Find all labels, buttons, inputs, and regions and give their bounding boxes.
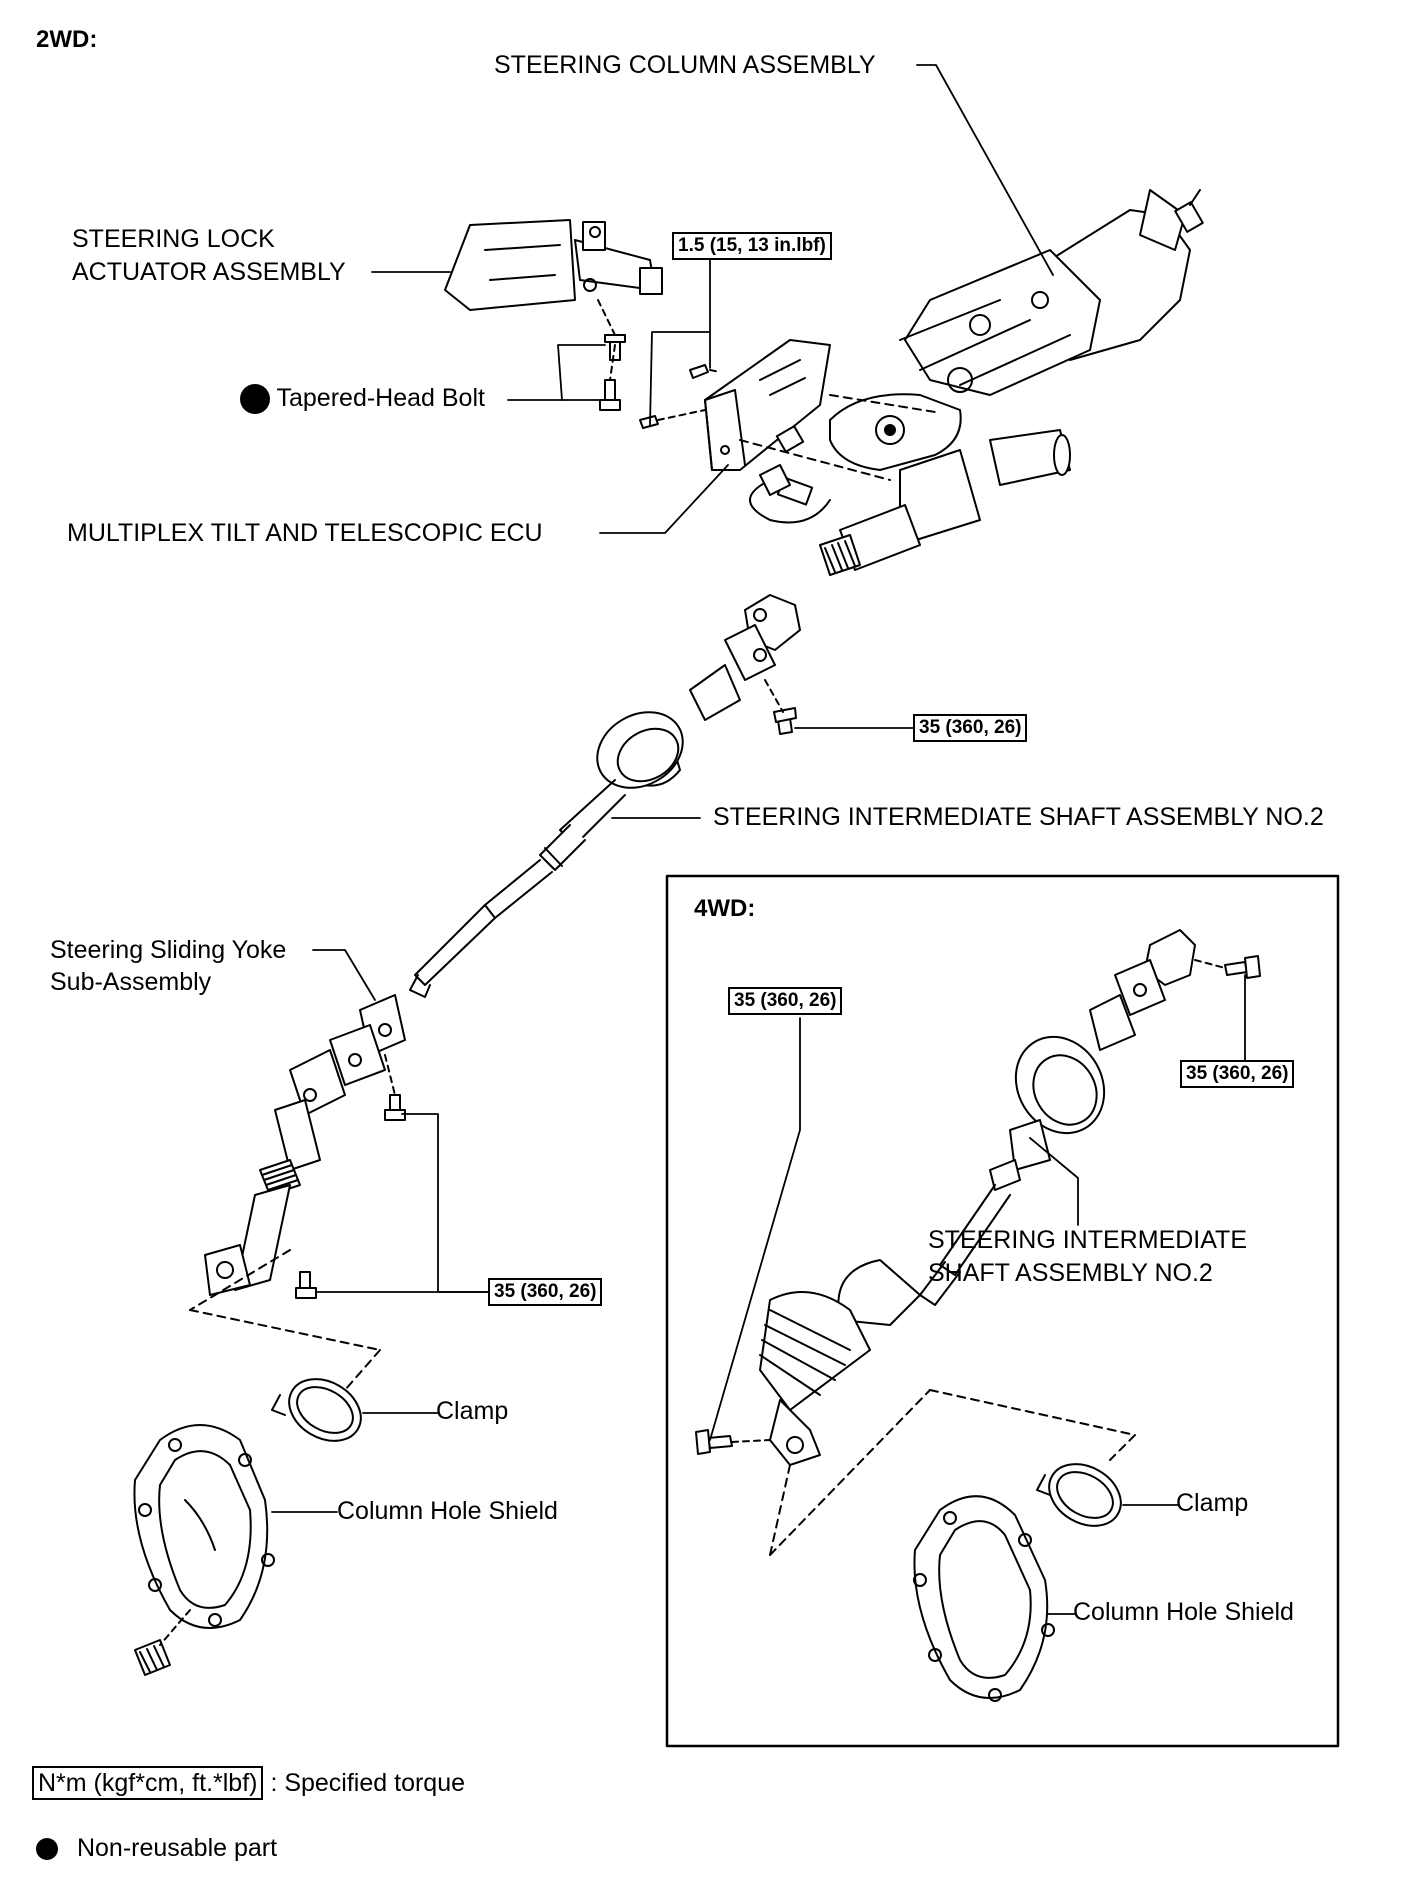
label-steering-lock-line1: STEERING LOCK xyxy=(72,225,275,253)
legend-non-reusable: Non-reusable part xyxy=(36,1833,277,1863)
torque-ecu-bolts: 1.5 (15, 13 in.lbf) xyxy=(672,232,832,260)
tapered-head-bolt-text: Tapered-Head Bolt xyxy=(276,384,485,412)
non-reusable-dot-icon xyxy=(240,384,270,415)
label-sliding-yoke-line2: Sub-Assembly xyxy=(50,968,212,996)
multiplex-ecu-drawing xyxy=(639,339,831,471)
label-steering-lock-line2: ACTUATOR ASSEMBLY xyxy=(72,258,346,286)
clamp-4wd-drawing xyxy=(1036,1463,1122,1527)
sliding-yoke-drawing xyxy=(204,994,406,1296)
legend-torque-unit-box: N*m (kgf*cm, ft.*lbf) xyxy=(32,1766,264,1800)
clamp-2wd-drawing xyxy=(271,1378,362,1442)
label-column-hole-shield-4wd: Column Hole Shield xyxy=(1073,1598,1294,1626)
intermediate-shaft-2wd-drawing xyxy=(409,594,801,998)
steering-column-assembly-drawing xyxy=(749,189,1204,576)
torque-shaft-2wd: 35 (360, 26) xyxy=(913,714,1028,742)
label-multiplex-ecu: MULTIPLEX TILT AND TELESCOPIC ECU xyxy=(67,519,543,547)
torque-shaft-4wd-left: 35 (360, 26) xyxy=(728,987,843,1015)
label-clamp-2wd: Clamp xyxy=(436,1397,509,1425)
legend-non-reusable-text: Non-reusable part xyxy=(76,1834,278,1862)
label-intermediate-shaft-4wd-line1: STEERING INTERMEDIATE xyxy=(928,1226,1248,1254)
torque-shaft-4wd-right: 35 (360, 26) xyxy=(1180,1060,1295,1088)
label-intermediate-shaft-2wd: STEERING INTERMEDIATE SHAFT ASSEMBLY NO.… xyxy=(713,803,1324,831)
header-4wd: 4WD: xyxy=(694,895,756,922)
header-2wd: 2WD: xyxy=(36,26,98,53)
label-steering-column-assembly: STEERING COLUMN ASSEMBLY xyxy=(494,51,876,79)
steering-lock-actuator-drawing xyxy=(444,219,663,311)
torque-yoke-2wd: 35 (360, 26) xyxy=(488,1278,603,1306)
label-tapered-head-bolt: Tapered-Head Bolt xyxy=(240,383,485,415)
shaft-4wd-bolts xyxy=(695,955,1261,1455)
shaft-2wd-bolt xyxy=(773,707,797,735)
label-intermediate-shaft-4wd-line2: SHAFT ASSEMBLY NO.2 xyxy=(928,1259,1213,1287)
yoke-2wd-bolts xyxy=(295,1094,406,1299)
legend-torque: N*m (kgf*cm, ft.*lbf) : Specified torque xyxy=(32,1766,466,1800)
label-column-hole-shield-2wd: Column Hole Shield xyxy=(337,1497,558,1525)
legend-dot-icon xyxy=(36,1838,58,1861)
legend-torque-desc: : Specified torque xyxy=(270,1769,466,1797)
label-sliding-yoke-line1: Steering Sliding Yoke xyxy=(50,936,287,964)
column-hole-shield-4wd-drawing xyxy=(913,1495,1055,1702)
tapered-head-bolts xyxy=(599,334,626,411)
four-wd-panel-border xyxy=(665,874,1340,1748)
label-clamp-4wd: Clamp xyxy=(1176,1489,1249,1517)
intermediate-shaft-4wd-drawing xyxy=(759,929,1196,1466)
column-hole-shield-2wd-drawing xyxy=(133,1424,275,1676)
leader-lines xyxy=(271,64,1246,1615)
